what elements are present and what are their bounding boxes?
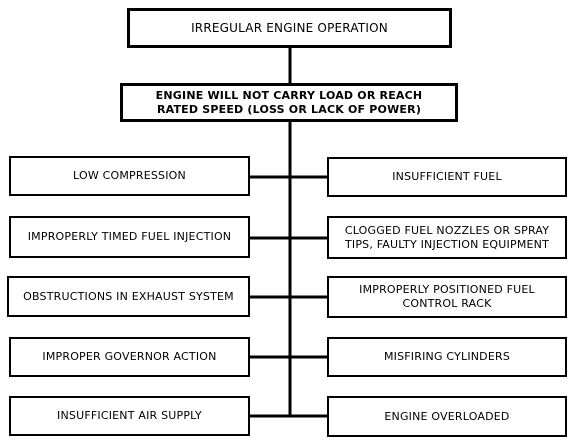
right-box-4: MISFIRING CYLINDERS — [327, 337, 567, 377]
right-box-label: CLOGGED FUEL NOZZLES OR SPRAY TIPS, FAUL… — [344, 223, 550, 251]
left-box-5: INSUFFICIENT AIR SUPPLY — [9, 396, 250, 436]
left-box-3: OBSTRUCTIONS IN EXHAUST SYSTEM — [7, 276, 250, 317]
left-box-2: IMPROPERLY TIMED FUEL INJECTION — [9, 216, 250, 258]
right-box-label: ENGINE OVERLOADED — [384, 409, 510, 423]
top-box-label: IRREGULAR ENGINE OPERATION — [191, 21, 388, 35]
left-box-4: IMPROPER GOVERNOR ACTION — [9, 337, 250, 377]
right-box-2: CLOGGED FUEL NOZZLES OR SPRAY TIPS, FAUL… — [327, 216, 567, 259]
left-box-label: LOW COMPRESSION — [73, 169, 186, 182]
right-box-5: ENGINE OVERLOADED — [327, 396, 567, 437]
top-box: IRREGULAR ENGINE OPERATION — [127, 8, 452, 48]
main-box: ENGINE WILL NOT CARRY LOAD OR REACH RATE… — [120, 83, 458, 122]
right-box-label: MISFIRING CYLINDERS — [383, 350, 511, 363]
left-box-label: INSUFFICIENT AIR SUPPLY — [57, 409, 202, 422]
left-box-1: LOW COMPRESSION — [9, 156, 250, 196]
left-box-label: IMPROPERLY TIMED FUEL INJECTION — [27, 230, 232, 243]
right-box-label: INSUFFICIENT FUEL — [392, 170, 502, 183]
left-box-label: OBSTRUCTIONS IN EXHAUST SYSTEM — [23, 289, 234, 303]
right-box-1: INSUFFICIENT FUEL — [327, 157, 567, 197]
right-box-3: IMPROPERLY POSITIONED FUEL CONTROL RACK — [327, 276, 567, 318]
right-box-label: IMPROPERLY POSITIONED FUEL CONTROL RACK — [359, 283, 535, 310]
main-box-label: ENGINE WILL NOT CARRY LOAD OR REACH RATE… — [155, 88, 423, 116]
left-box-label: IMPROPER GOVERNOR ACTION — [42, 350, 217, 363]
